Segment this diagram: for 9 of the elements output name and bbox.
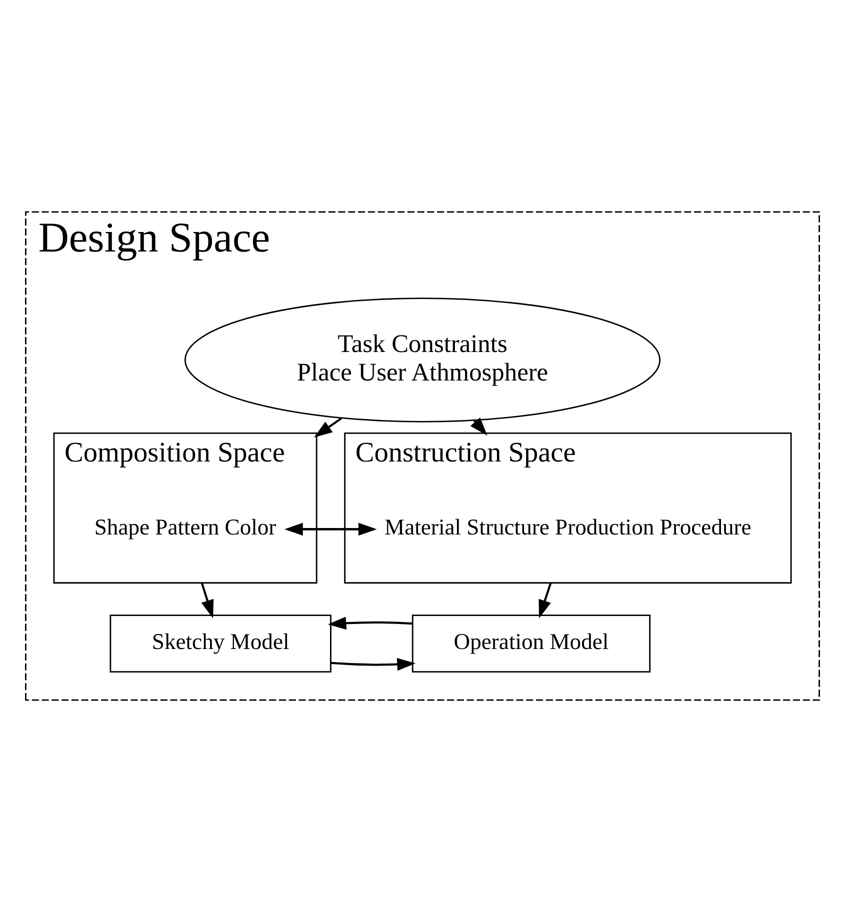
arrow bbox=[328, 616, 412, 630]
arrow bbox=[538, 582, 552, 618]
arrow bbox=[314, 417, 342, 438]
arrow bbox=[330, 658, 416, 671]
node-box: Operation Model bbox=[412, 614, 651, 673]
node-text: Shape Pattern Color bbox=[94, 514, 276, 540]
arrow bbox=[200, 582, 214, 618]
node-text: Material Structure Production Procedure bbox=[384, 514, 752, 540]
node-box: Sketchy Model bbox=[110, 614, 332, 673]
